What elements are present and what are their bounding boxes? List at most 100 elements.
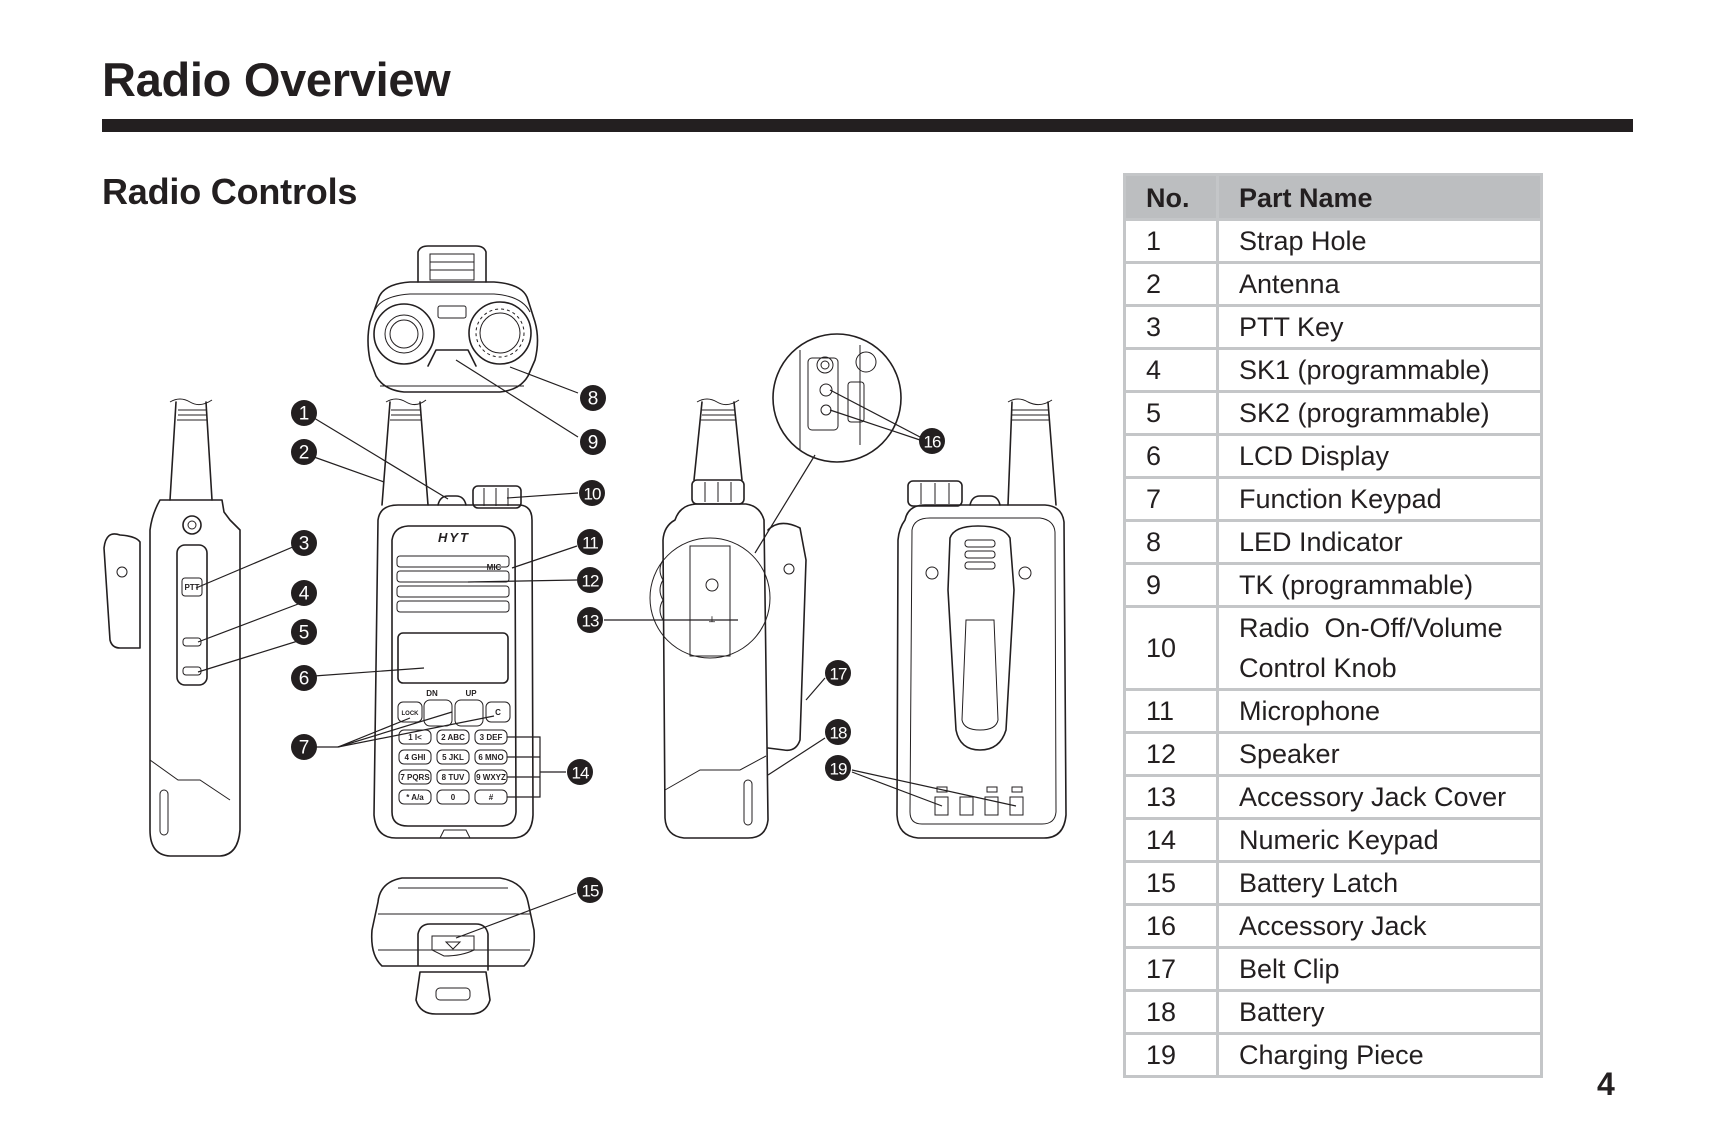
key-6: 6 MNO — [478, 753, 503, 762]
key-star: * A/a — [406, 793, 424, 802]
part-number: 7 — [1123, 476, 1219, 522]
callout-7: 7 — [291, 734, 317, 760]
key-9: 9 WXYZ — [476, 773, 506, 782]
radio-right-side-view: ⊥ — [649, 398, 807, 839]
part-number: 19 — [1123, 1032, 1219, 1078]
accessory-jack-inset — [754, 333, 902, 554]
part-name: Antenna — [1216, 261, 1543, 307]
key-5: 5 JKL — [442, 753, 464, 762]
part-number: 10 — [1123, 605, 1219, 691]
svg-text:7: 7 — [299, 738, 310, 759]
part-number: 1 — [1123, 218, 1219, 264]
svg-text:1: 1 — [299, 404, 310, 425]
lock-key-label: LOCK — [402, 711, 420, 717]
svg-text:9: 9 — [588, 433, 599, 454]
callout-18: 18 — [825, 719, 851, 745]
accessory-jack-cover-highlight — [649, 537, 771, 659]
part-number: 16 — [1123, 903, 1219, 949]
callout-2: 2 — [291, 439, 317, 465]
callout-12: 12 — [577, 567, 603, 593]
svg-text:17: 17 — [830, 665, 847, 684]
part-number: 11 — [1123, 688, 1219, 734]
svg-text:18: 18 — [830, 724, 847, 743]
part-name: LED Indicator — [1216, 519, 1543, 565]
part-number: 3 — [1123, 304, 1219, 350]
radio-bottom-view — [370, 877, 536, 1015]
key-2: 2 ABC — [441, 733, 465, 742]
radio-controls-diagram: PTT HYT MIC DN UP LOCK C — [103, 245, 1067, 1015]
callout-16: 16 — [919, 428, 945, 454]
mic-label: MIC — [487, 563, 502, 572]
svg-text:4: 4 — [299, 584, 310, 605]
part-number: 18 — [1123, 989, 1219, 1035]
numeric-keypad: 1 I< 2 ABC 3 DEF 4 GHI 5 JKL 6 MNO 7 PQR… — [398, 729, 508, 805]
svg-text:19: 19 — [830, 760, 847, 779]
part-name: Numeric Keypad — [1216, 817, 1543, 863]
key-8: 8 TUV — [442, 773, 465, 782]
part-name: SK1 (programmable) — [1216, 347, 1543, 393]
callout-19: 19 — [825, 755, 851, 781]
part-name: Speaker — [1216, 731, 1543, 777]
part-name-line: Control Knob — [1239, 653, 1397, 683]
part-number: 9 — [1123, 562, 1219, 608]
brand-logo: HYT — [438, 530, 470, 545]
section-title: Radio Controls — [102, 171, 358, 212]
svg-text:16: 16 — [924, 433, 941, 452]
part-number: 8 — [1123, 519, 1219, 565]
part-name: Battery — [1216, 989, 1543, 1035]
dn-label: DN — [426, 689, 438, 698]
radio-front-view: HYT MIC DN UP LOCK C 1 I< 2 ABC 3 DEF 4 … — [373, 398, 534, 839]
callout-6: 6 — [291, 665, 317, 691]
table-header-row: No. Part Name — [1123, 173, 1543, 221]
part-name: Accessory Jack — [1216, 903, 1543, 949]
svg-text:13: 13 — [582, 612, 599, 631]
radio-top-view — [367, 245, 539, 393]
svg-text:15: 15 — [582, 882, 599, 901]
part-number: 14 — [1123, 817, 1219, 863]
part-name: Function Keypad — [1216, 476, 1543, 522]
column-header-part-name: Part Name — [1216, 173, 1543, 221]
radio-back-view — [896, 398, 1067, 839]
part-name: Microphone — [1216, 688, 1543, 734]
callout-4: 4 — [291, 580, 317, 606]
part-name: PTT Key — [1216, 304, 1543, 350]
part-name: TK (programmable) — [1216, 562, 1543, 608]
part-number: 12 — [1123, 731, 1219, 777]
callout-3: 3 — [291, 530, 317, 556]
part-number: 13 — [1123, 774, 1219, 820]
svg-text:8: 8 — [588, 389, 599, 410]
svg-text:11: 11 — [582, 534, 598, 553]
leader-lines — [195, 359, 1017, 939]
key-1: 1 I< — [408, 733, 422, 742]
part-number: 2 — [1123, 261, 1219, 307]
page-title: Radio Overview — [102, 53, 451, 106]
part-name: LCD Display — [1216, 433, 1543, 479]
up-label: UP — [465, 689, 477, 698]
part-name: Belt Clip — [1216, 946, 1543, 992]
part-name-line: Radio On-Off/Volume — [1239, 613, 1503, 643]
lcd-display — [397, 632, 509, 684]
callout-5: 5 — [291, 619, 317, 645]
column-header-no: No. — [1123, 173, 1219, 221]
title-divider — [102, 119, 1633, 132]
part-name: Charging Piece — [1216, 1032, 1543, 1078]
part-name: Accessory Jack Cover — [1216, 774, 1543, 820]
part-number: 17 — [1123, 946, 1219, 992]
svg-text:12: 12 — [582, 572, 599, 591]
key-4: 4 GHI — [405, 753, 426, 762]
